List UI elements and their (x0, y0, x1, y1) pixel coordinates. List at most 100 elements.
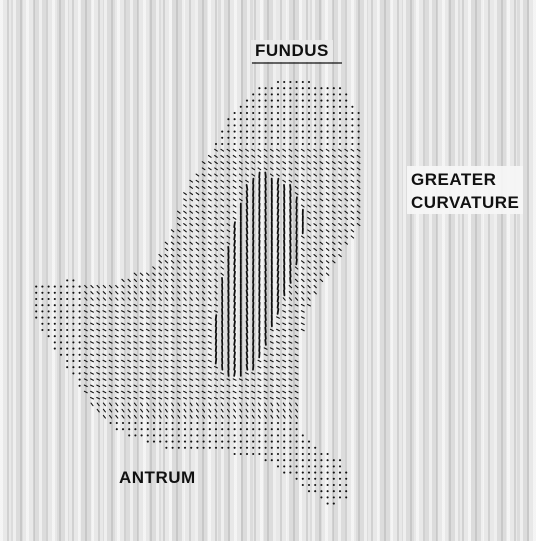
vector-tick (147, 279, 149, 281)
vector-dot (178, 422, 180, 424)
vector-dot (296, 118, 298, 120)
vector-tick (314, 248, 317, 250)
vector-tick (215, 156, 218, 158)
vector-tick (134, 342, 137, 343)
vector-tick (202, 199, 205, 201)
vector-tick (302, 292, 304, 294)
vector-tick (216, 328, 217, 333)
vector-dot (246, 447, 248, 449)
vector-dot (296, 422, 298, 424)
vector-dot (54, 292, 56, 294)
vector-tick (333, 149, 336, 151)
vector-tick (178, 224, 181, 226)
vector-tick (345, 187, 348, 189)
vector-tick (295, 360, 298, 361)
vector-tick (84, 323, 87, 324)
vector-dot (128, 434, 130, 436)
vector-tick (209, 286, 211, 288)
vector-tick (283, 409, 285, 412)
vector-tick (140, 354, 143, 355)
vector-dot (289, 137, 291, 139)
vector-dot (221, 441, 223, 443)
vector-tick (351, 224, 354, 226)
vector-dot (302, 434, 304, 436)
vector-tick (278, 290, 279, 295)
vector-tick (202, 329, 205, 330)
vector-tick (177, 329, 180, 330)
vector-tick (109, 379, 112, 380)
vector-tick (278, 259, 279, 264)
vector-tick (153, 403, 155, 406)
vector-tick (84, 360, 87, 361)
vector-tick (289, 156, 292, 158)
vector-tick (165, 329, 168, 330)
vector-tick (221, 205, 224, 207)
vector-tick (128, 354, 131, 355)
vector-tick (177, 348, 180, 349)
vector-dot (302, 465, 304, 467)
vector-tick (247, 216, 248, 221)
vector-tick (84, 379, 87, 380)
vector-dot (296, 434, 298, 436)
vector-tick (278, 179, 279, 184)
vector-dot (72, 372, 74, 374)
vector-tick (265, 191, 266, 196)
vector-tick (265, 228, 266, 233)
vector-dot (41, 298, 43, 300)
vector-dot (271, 93, 273, 95)
vector-tick (110, 298, 112, 300)
vector-tick (265, 247, 266, 252)
vector-dot (79, 372, 81, 374)
vector-tick (295, 342, 298, 343)
vector-tick (233, 180, 236, 182)
vector-dot (227, 118, 229, 120)
vector-tick (326, 267, 328, 269)
vector-tick (277, 367, 280, 368)
vector-tick (247, 204, 248, 209)
vector-tick (234, 228, 235, 233)
vector-tick (190, 248, 192, 250)
vector-tick (171, 336, 174, 337)
vector-tick (209, 211, 212, 213)
vector-tick (227, 156, 230, 158)
vector-tick (277, 385, 280, 386)
vector-tick (171, 373, 174, 374)
vector-tick (122, 360, 125, 361)
vector-dot (327, 93, 329, 95)
vector-dot (227, 131, 229, 133)
vector-tick (278, 197, 279, 202)
vector-tick (234, 403, 236, 406)
vector-tick (103, 323, 106, 324)
vector-tick (122, 292, 124, 294)
vector-tick (302, 242, 305, 244)
vector-tick (228, 409, 230, 412)
vector-tick (140, 398, 143, 399)
vector-tick (345, 156, 348, 158)
vector-tick (290, 278, 291, 283)
vector-tick (190, 403, 192, 406)
vector-tick (247, 191, 248, 196)
vector-tick (247, 185, 248, 190)
vector-tick (171, 391, 174, 392)
vector-tick (277, 354, 280, 355)
vector-tick (103, 385, 106, 386)
vector-dot (271, 118, 273, 120)
vector-tick (265, 179, 266, 184)
vector-dot (72, 360, 74, 362)
vector-dot (203, 441, 205, 443)
vector-tick (308, 174, 311, 176)
vector-tick (265, 284, 266, 289)
vector-tick (228, 403, 230, 406)
vector-tick (172, 286, 174, 288)
vector-dot (60, 317, 62, 319)
vector-tick (140, 273, 142, 275)
vector-tick (252, 168, 255, 170)
vector-tick (190, 211, 193, 213)
vector-tick (314, 286, 316, 288)
vector-tick (215, 403, 217, 406)
vector-tick (277, 403, 279, 406)
vector-tick (171, 311, 174, 312)
vector-tick (295, 305, 298, 306)
vector-tick (184, 348, 187, 349)
vector-dot (308, 484, 310, 486)
